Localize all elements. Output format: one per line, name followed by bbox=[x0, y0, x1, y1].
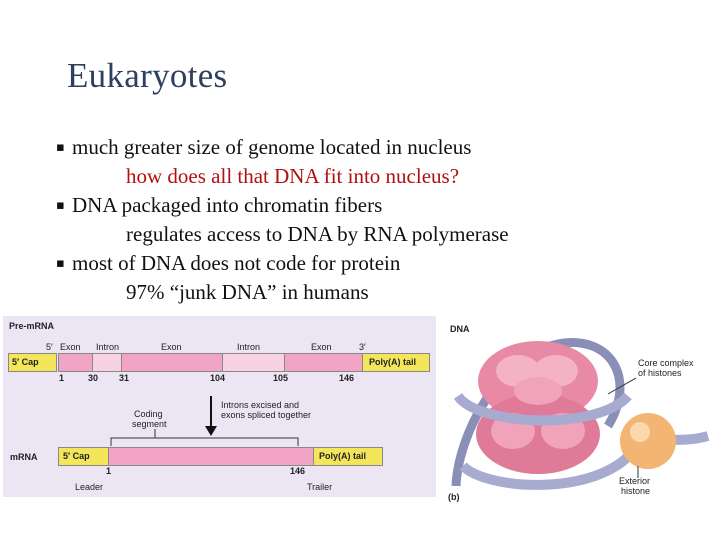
premrna-cap-segment bbox=[8, 353, 57, 372]
bullet-text: much greater size of genome located in n… bbox=[72, 135, 472, 159]
bullet-text: DNA packaged into chromatin fibers bbox=[72, 193, 383, 217]
bullet-subtext: 97% “junk DNA” in humans bbox=[126, 280, 369, 304]
mrna-polya-label: Poly(A) tail bbox=[319, 451, 367, 461]
leader-label: Leader bbox=[75, 482, 104, 492]
trailer-label: Trailer bbox=[307, 482, 333, 492]
splice-note: Introns excised and bbox=[221, 400, 300, 410]
exterior-histone-ball bbox=[620, 413, 676, 469]
mrna-position-label: 1 bbox=[106, 466, 112, 476]
bullet-item: ▪ most of DNA does not code for protein bbox=[56, 249, 706, 278]
core-complex-label: Core complex bbox=[638, 358, 694, 368]
mrna-polya-segment bbox=[313, 447, 383, 466]
position-label: 104 bbox=[210, 373, 226, 383]
coding-label: segment bbox=[132, 419, 167, 429]
segment-label: Intron bbox=[96, 342, 120, 352]
histone-lobe bbox=[514, 377, 562, 405]
exterior-histone-label: histone bbox=[621, 486, 651, 496]
dna-label: DNA bbox=[450, 324, 470, 334]
segment-label: Exon bbox=[60, 342, 81, 352]
five-prime-label: 5′ bbox=[46, 342, 53, 352]
position-label: 30 bbox=[88, 373, 99, 383]
nucleosome-figure: DNA Core complex of histones Exterior hi… bbox=[438, 316, 720, 506]
coding-label: Coding bbox=[134, 409, 163, 419]
bullet-square-icon: ▪ bbox=[56, 140, 65, 155]
segment-label: Exon bbox=[311, 342, 332, 352]
bullet-square-icon: ▪ bbox=[56, 256, 65, 271]
bullet-subtext: how does all that DNA fit into nucleus? bbox=[126, 164, 460, 188]
bullet-list: ▪ much greater size of genome located in… bbox=[56, 133, 706, 307]
bullet-subtext: regulates access to DNA by RNA polymeras… bbox=[126, 222, 509, 246]
three-prime-label: 3′ bbox=[359, 342, 366, 352]
bullet-text: most of DNA does not code for protein bbox=[72, 251, 401, 275]
mrna-cap-label: 5′ Cap bbox=[63, 451, 90, 461]
mrna-coding-segment bbox=[108, 447, 315, 466]
mrna-splicing-diagram: Pre-mRNA 5′ Exon Intron Exon Intron Exon… bbox=[3, 316, 436, 497]
mrna-position-label: 146 bbox=[290, 466, 306, 476]
polya-label: Poly(A) tail bbox=[369, 357, 417, 367]
cap-label: 5′ Cap bbox=[12, 357, 39, 367]
mrna-label: mRNA bbox=[10, 452, 38, 462]
position-label: 1 bbox=[59, 373, 65, 383]
position-label: 146 bbox=[339, 373, 355, 383]
splice-note: exons spliced together bbox=[221, 410, 312, 420]
exterior-histone-label: Exterior bbox=[619, 476, 651, 486]
premrna-polya-segment bbox=[362, 353, 430, 372]
bullet-square-icon: ▪ bbox=[56, 198, 65, 213]
core-complex-label: of histones bbox=[638, 368, 682, 378]
panel-label: (b) bbox=[448, 492, 460, 502]
coding-bracket bbox=[110, 437, 299, 446]
splice-arrow-head bbox=[205, 426, 217, 436]
nucleosome-illustration bbox=[451, 338, 710, 490]
leader-line bbox=[607, 377, 637, 395]
segment-label: Intron bbox=[237, 342, 261, 352]
dna-strand-front bbox=[453, 392, 632, 426]
exterior-histone-highlight bbox=[630, 422, 650, 442]
slide-title: Eukaryotes bbox=[67, 56, 228, 95]
diagram-lines bbox=[110, 396, 299, 446]
bullet-item: ▪ DNA packaged into chromatin fibers bbox=[56, 191, 706, 220]
position-label: 31 bbox=[119, 373, 130, 383]
position-label: 105 bbox=[273, 373, 289, 383]
segment-label: Exon bbox=[161, 342, 182, 352]
premrna-label: Pre-mRNA bbox=[9, 321, 55, 331]
bullet-item: ▪ much greater size of genome located in… bbox=[56, 133, 706, 162]
